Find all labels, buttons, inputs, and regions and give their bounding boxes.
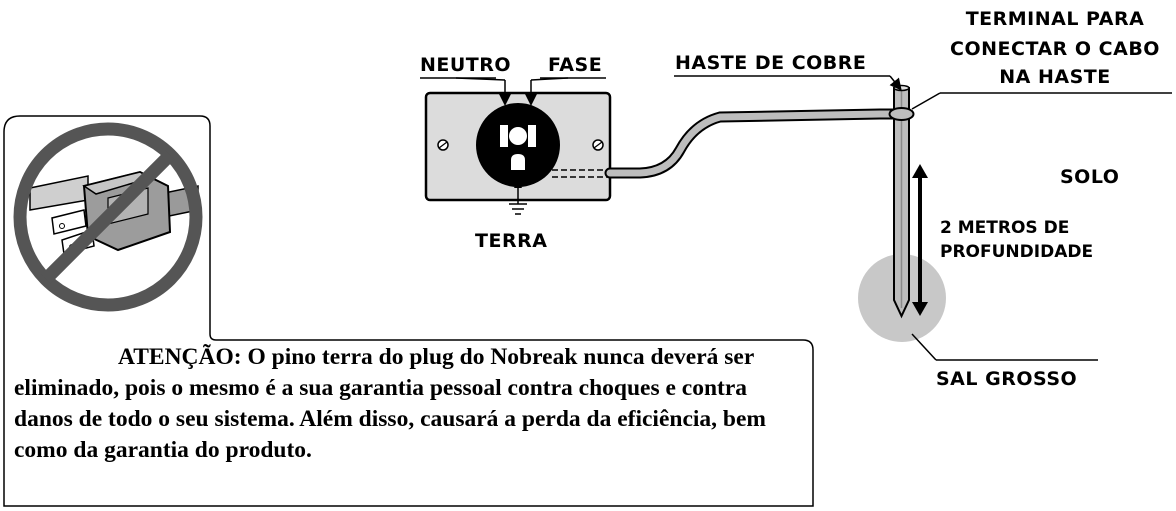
- fase-label: FASE: [548, 54, 603, 76]
- warning-text-body: ATENÇÃO: O pino terra do plug do Nobreak…: [14, 344, 766, 463]
- terminal-label-line2: CONECTAR O CABO: [950, 38, 1160, 60]
- haste-label: HASTE DE COBRE: [675, 52, 867, 74]
- terminal-clamp: [888, 107, 915, 121]
- terminal-label-line1: TERMINAL PARA: [965, 8, 1145, 30]
- ground-symbol-icon: [509, 178, 527, 215]
- depth-label-line1: 2 METROS DE: [940, 218, 1070, 238]
- solo-label: SOLO: [1060, 166, 1120, 188]
- ground-cable: [604, 108, 904, 179]
- neutro-label: NEUTRO: [420, 54, 512, 76]
- warning-paragraph: ATENÇÃO: O pino terra do plug do Nobreak…: [14, 342, 810, 466]
- screw-icon: [437, 139, 604, 151]
- outlet-icon: [476, 103, 560, 187]
- terra-label: TERRA: [475, 230, 548, 252]
- terminal-label-line3: NA HASTE: [999, 66, 1111, 88]
- no-symbol-icon: [13, 122, 203, 312]
- copper-rod: [888, 84, 915, 319]
- sal-grosso-label: SAL GROSSO: [936, 368, 1078, 390]
- plug-cable: [29, 175, 89, 211]
- depth-label-line2: PROFUNDIDADE: [940, 242, 1094, 262]
- warning-frame: [3, 115, 814, 507]
- no-plug-illustration: [13, 122, 203, 312]
